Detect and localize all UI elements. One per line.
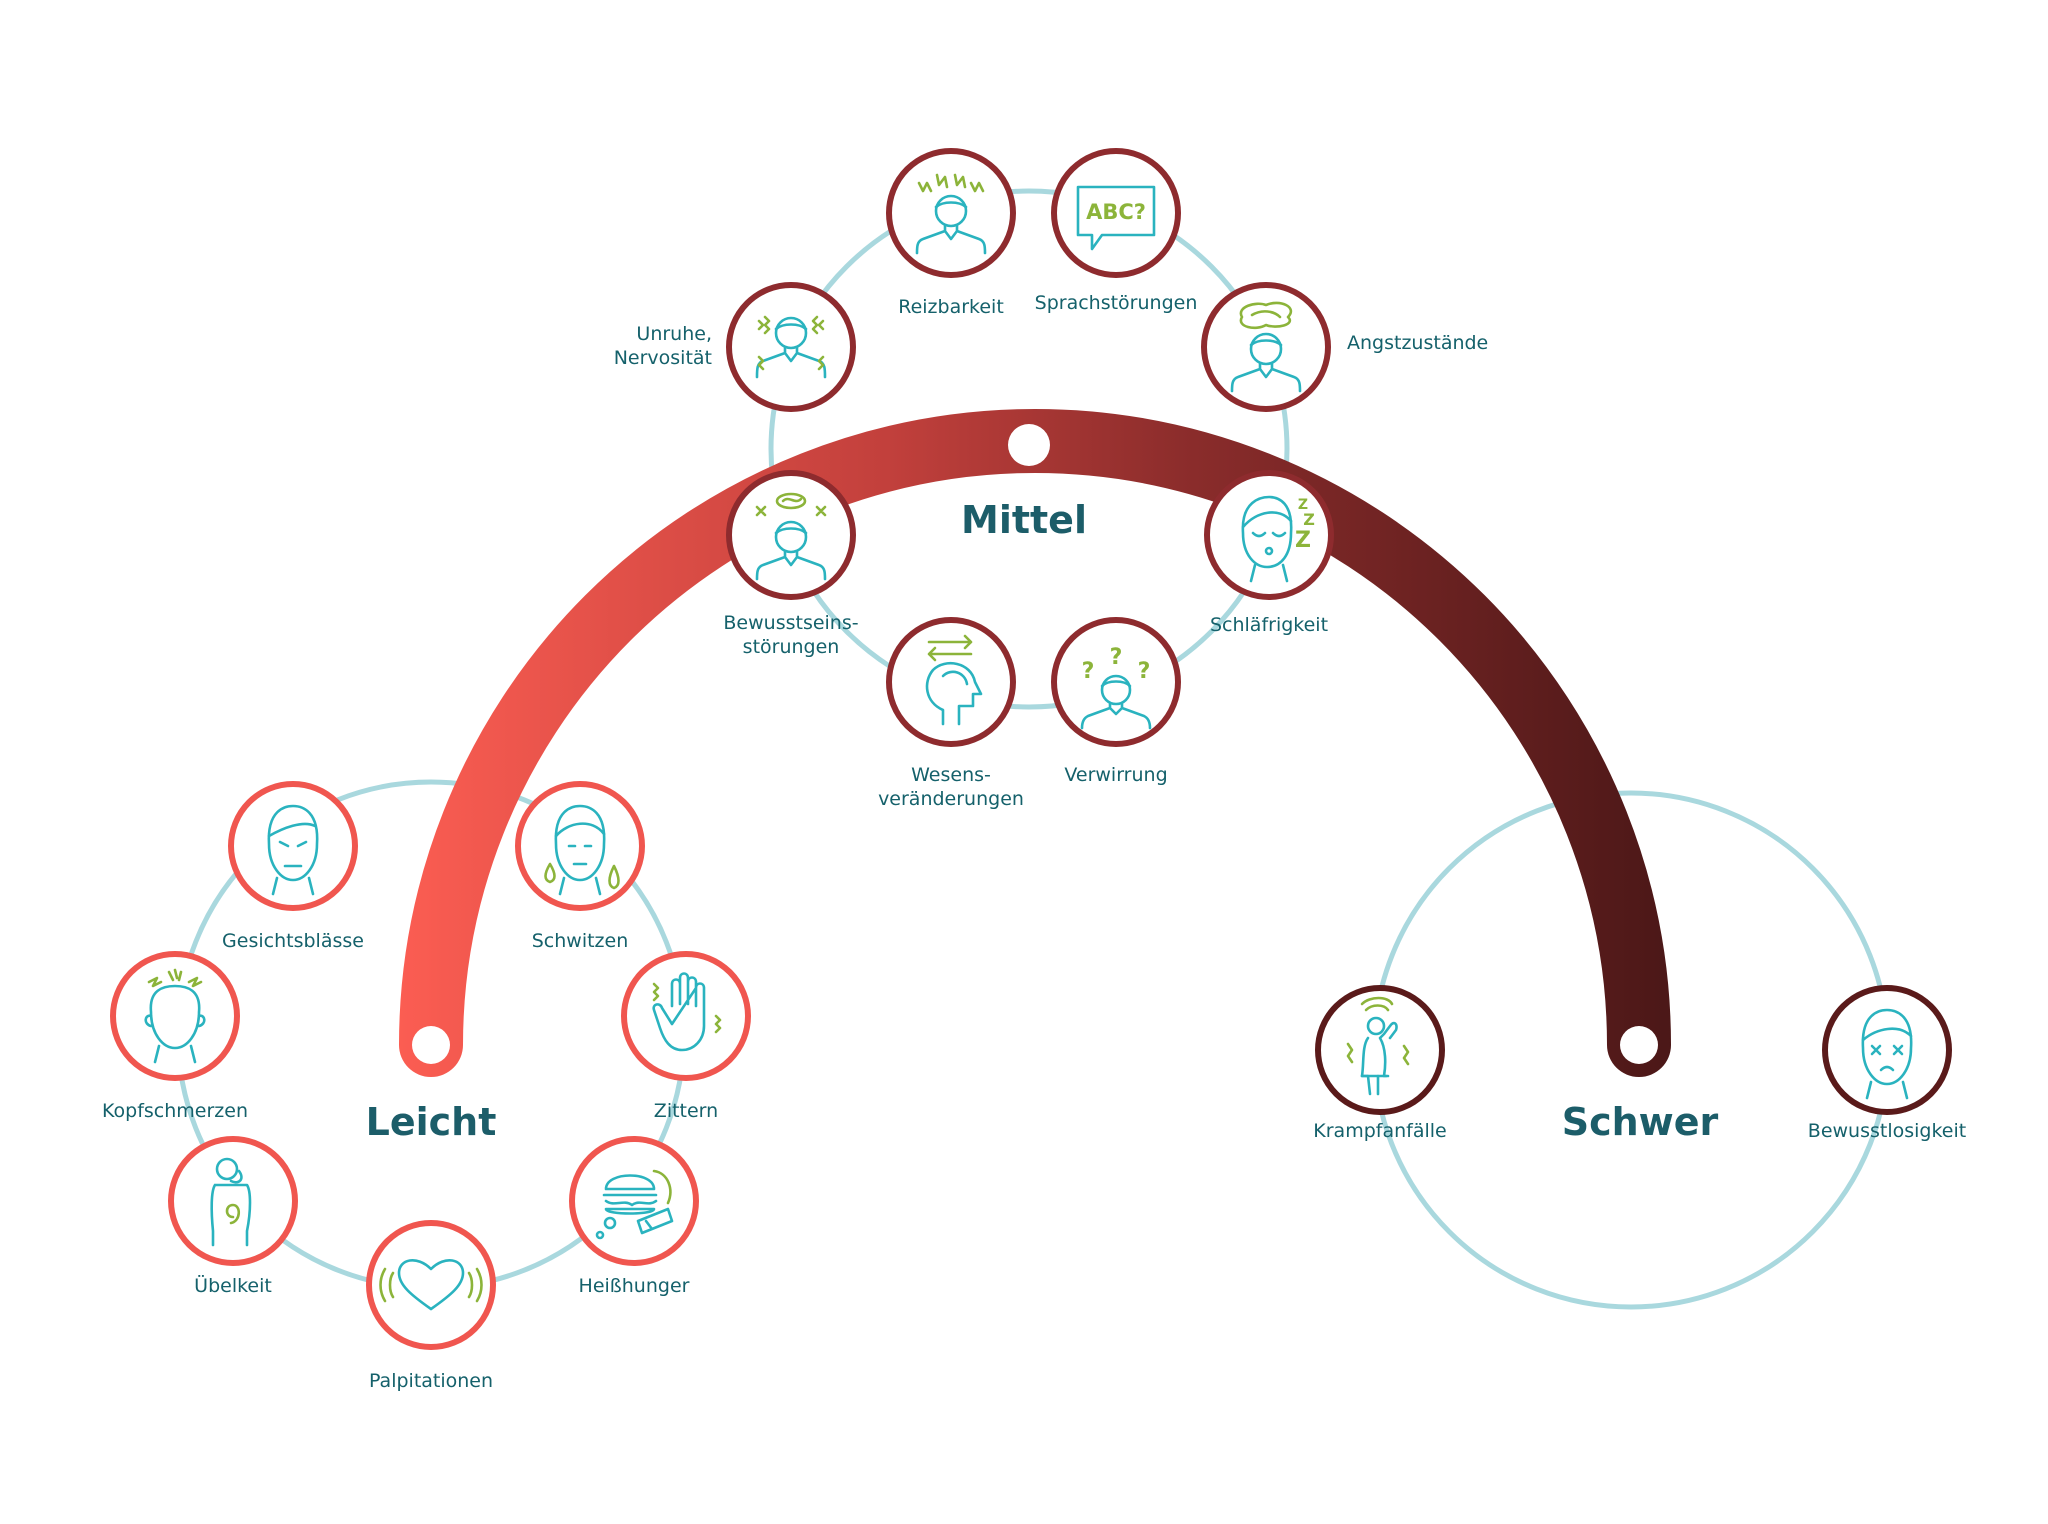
sleep-z-medium: Z [1303,510,1315,529]
mittel-track-ring [768,188,1290,710]
unconscious-icon [1861,1008,1913,1100]
symptom-label: Bewusstlosigkeit [1808,1120,1966,1142]
level-mittel-title: Mittel [961,498,1087,542]
symptom-gesichtsblaesse: Gesichtsblässe [222,781,364,952]
symptom-label: Übelkeit [194,1274,272,1297]
sleep-z-small: Z [1298,497,1308,513]
symptom-schwitzen: Schwitzen [515,781,645,952]
symptom-label: Kopfschmerzen [102,1100,248,1122]
symptom-label: Schwitzen [532,930,629,952]
symptom-label: Heißhunger [579,1275,690,1297]
symptom-bewusstseinsstoerungen: Bewusstseins-störungen [723,470,859,658]
irritability-icon [915,173,987,255]
level-leicht-title: Leicht [366,1100,497,1144]
symptom-unruhe: Unruhe,Nervosität [614,282,856,412]
head-arrows-icon [925,634,983,726]
symptom-label: Zittern [654,1100,718,1122]
symptom-bewusstlosigkeit: Bewusstlosigkeit [1808,985,1966,1142]
symptom-schlaefrigkeit: Z Z Z Schläfrigkeit [1204,470,1334,636]
question-mark-center: ? [1110,645,1123,670]
schwer-marker [1620,1026,1658,1064]
symptom-label: Bewusstseins-störungen [723,612,858,658]
speech-bubble-icon: ABC? [1076,185,1156,251]
symptom-kopfschmerzen: Kopfschmerzen [102,951,248,1122]
symptom-label: Wesens-veränderungen [878,764,1024,810]
symptom-heisshunger: Heißhunger [569,1136,699,1297]
headache-icon [144,968,206,1064]
mittel-marker [1008,424,1050,466]
level-schwer-title: Schwer [1562,1100,1719,1144]
heart-icon [379,1259,483,1311]
symptom-label: Unruhe,Nervosität [614,323,712,369]
question-mark-right: ? [1138,659,1151,684]
symptom-label: Sprachstörungen [1035,292,1198,314]
nausea-icon [210,1157,252,1247]
symptom-sprachstoerungen: ABC? Sprachstörungen [1035,148,1198,314]
symptom-verwirrung: ? ? ? Verwirrung [1051,617,1181,786]
symptom-label: Schläfrigkeit [1210,614,1328,636]
symptom-label: Angstzustände [1347,332,1488,354]
sleepy-icon: Z Z Z [1241,495,1315,583]
symptom-label: Krampfanfälle [1313,1120,1446,1142]
symptom-label: Reizbarkeit [898,296,1004,318]
symptom-palpitationen: Palpitationen [366,1220,496,1392]
consciousness-icon [755,492,827,581]
symptom-reizbarkeit: Reizbarkeit [886,148,1016,318]
question-mark-left: ? [1082,659,1095,684]
leicht-marker [412,1026,450,1064]
symptom-label: Verwirrung [1064,764,1167,786]
symptom-wesensveraenderungen: Wesens-veränderungen [878,617,1024,810]
symptom-zittern: Zittern [621,951,751,1122]
sleep-z-large: Z [1295,528,1311,553]
food-craving-icon [595,1169,674,1240]
symptom-uebelkeit: Übelkeit [168,1136,298,1297]
anxiety-icon [1230,301,1302,393]
symptom-label: Palpitationen [369,1370,493,1392]
speech-bubble-text: ABC? [1086,200,1146,224]
trembling-hand-icon [652,972,722,1052]
symptom-label: Gesichtsblässe [222,930,364,952]
sweat-icon [544,804,620,896]
confusion-icon: ? ? ? [1080,645,1152,730]
face-pale-icon [267,804,319,896]
symptom-angstzustaende: Angstzustände [1201,282,1488,412]
symptom-krampfanfaelle: Krampfanfälle [1313,985,1447,1142]
restlessness-icon [755,315,827,379]
seizure-icon [1346,996,1410,1096]
